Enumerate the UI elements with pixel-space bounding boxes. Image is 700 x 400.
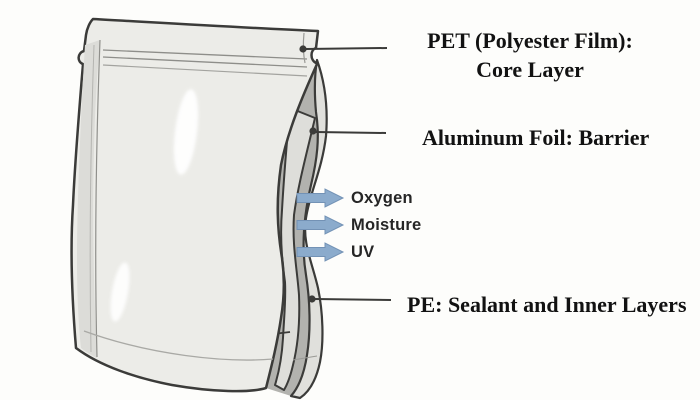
moisture-label: Moisture — [351, 216, 422, 234]
side-gusset-shape — [77, 40, 100, 358]
pet-leader-dot — [299, 45, 307, 53]
uv-arrow-icon — [296, 242, 345, 262]
aluminum-layer-shape — [274, 107, 316, 391]
aluminum-leader-line — [315, 131, 387, 134]
uv-label: UV — [351, 243, 375, 261]
pet-annotation-line2: Core Layer — [476, 57, 584, 82]
barrier-arrows — [296, 188, 345, 262]
oxygen-label: Oxygen — [351, 189, 413, 207]
oxygen-arrow-icon — [296, 188, 345, 208]
pouch-front — [70, 17, 320, 393]
layer-step-line-faint — [292, 355, 318, 361]
leader-lines — [299, 45, 392, 303]
layer-stack — [266, 58, 328, 400]
aluminum-annotation: Aluminum Foil: Barrier — [422, 125, 650, 150]
aluminum-leader-dot — [309, 127, 317, 135]
pet-annotation-line1: PET (Polyester Film): — [427, 28, 633, 53]
pe-leader-line — [314, 298, 392, 301]
gloss-highlights — [110, 89, 199, 322]
pet-leader-line — [305, 47, 388, 50]
pet-annotation: PET (Polyester Film): Core Layer — [399, 26, 661, 84]
gusset-crease-line — [95, 39, 101, 358]
front-panel-shape — [70, 17, 320, 393]
gusset-crease-line-inner — [89, 44, 95, 353]
pe-leader-dot — [308, 295, 316, 303]
moisture-arrow-icon — [296, 215, 345, 235]
zip-seal-lines — [102, 49, 308, 77]
bottom-seam-line — [83, 330, 274, 361]
pet-outer-layer-shape — [289, 58, 328, 400]
pe-annotation: PE: Sealant and Inner Layers — [407, 292, 687, 317]
